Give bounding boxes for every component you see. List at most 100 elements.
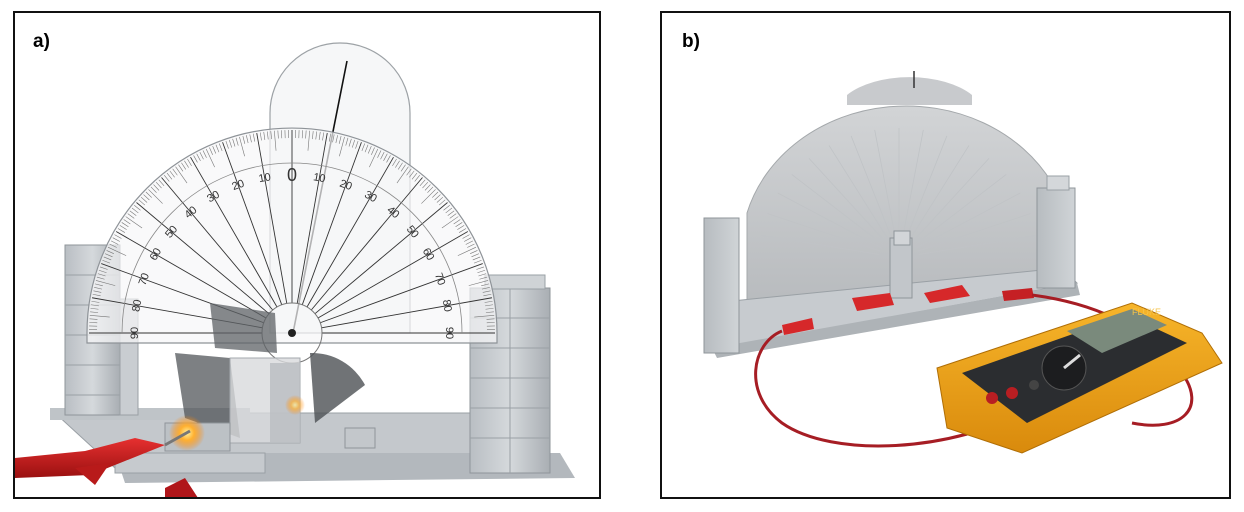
protractor-tick <box>190 156 278 308</box>
disc-radial-line <box>917 213 1031 252</box>
protractor-tick <box>145 191 152 198</box>
protractor-label: 10 <box>258 171 272 185</box>
protractor-tick <box>232 138 236 147</box>
protractor-tick <box>414 175 420 182</box>
disc-radial-line <box>916 192 1021 249</box>
protractor-tick <box>106 250 114 254</box>
protractor-tick <box>259 132 262 141</box>
protractor-tick <box>400 164 406 172</box>
protractor-tick <box>105 253 113 258</box>
protractor-tick <box>447 210 455 216</box>
protractor-tick <box>97 273 106 277</box>
protractor-tick <box>127 213 135 219</box>
protractor-tick <box>424 184 431 191</box>
protractor-tick <box>115 231 267 319</box>
disc-radial-line <box>761 235 880 255</box>
protractor-tick <box>369 148 379 168</box>
protractor-tick <box>457 246 477 256</box>
disc-radial-line <box>874 129 896 239</box>
protractor-tick <box>355 140 359 149</box>
protractor-tick <box>121 222 129 228</box>
protractor-tick <box>193 155 198 163</box>
protractor-tick <box>119 225 127 230</box>
protractor-tick <box>187 158 192 167</box>
protractor-tick <box>166 172 173 180</box>
red-clip-cables <box>15 429 198 497</box>
protractor-tick <box>99 266 108 270</box>
protractor-tick <box>474 315 495 318</box>
protractor-tick <box>481 283 490 287</box>
protractor-tick <box>94 287 103 290</box>
protractor-tick <box>209 147 213 155</box>
protractor-tick <box>98 269 107 274</box>
protractor-tick <box>140 196 148 203</box>
disc-radial-line <box>767 213 881 252</box>
protractor-tick <box>453 219 461 225</box>
protractor-tick <box>406 168 412 176</box>
protractor-tick <box>328 133 332 142</box>
protractor-tick <box>228 139 233 148</box>
disc-radial-line <box>918 235 1037 255</box>
protractor-tick <box>427 186 434 193</box>
protractor-tick <box>338 135 342 144</box>
protractor-label: 20 <box>338 178 354 193</box>
protractor-tick <box>364 144 369 153</box>
protractor-tick <box>380 151 385 160</box>
protractor-label: 70 <box>432 271 447 287</box>
protractor-tick <box>314 202 448 315</box>
protractor-tick <box>169 170 175 178</box>
protractor-tick <box>397 162 403 170</box>
protractor-tick <box>95 280 116 286</box>
protractor-label: 70 <box>137 271 152 287</box>
protractor-tick <box>322 132 325 141</box>
led-reflection <box>285 395 305 415</box>
protractor-tick <box>153 184 160 191</box>
protractor-label: 80 <box>130 299 144 313</box>
protractor-tick <box>307 130 310 151</box>
protractor-tick <box>438 199 446 206</box>
protractor-tick <box>457 225 465 230</box>
multimeter-setup-photo: FLUKE <box>703 71 1223 454</box>
protractor-label: 60 <box>148 246 165 263</box>
protractor-tick <box>317 231 469 319</box>
protractor-tick <box>178 164 184 172</box>
protractor-label: 30 <box>362 189 379 206</box>
protractor-label: 10 <box>312 171 326 185</box>
protractor-tick <box>395 160 400 168</box>
protractor-tick <box>93 290 102 293</box>
protractor-tick <box>486 318 495 320</box>
protractor-tick <box>312 131 314 140</box>
protractor-tick <box>246 135 249 144</box>
disc-radial-line <box>808 158 887 243</box>
protractor-tick <box>89 315 110 318</box>
protractor-tick <box>441 216 459 229</box>
disc-radial-line <box>902 129 924 239</box>
protractor-tick <box>472 256 481 261</box>
protractor-tick <box>218 143 223 152</box>
protractor-tick <box>125 216 143 229</box>
protractor-tick <box>134 205 141 211</box>
protractor-tick <box>484 300 493 303</box>
protractor-tick <box>436 196 444 203</box>
protractor-tick <box>274 130 277 151</box>
protractor-tick <box>485 304 494 307</box>
protractor-tick <box>485 307 494 310</box>
protractor-tick <box>107 246 127 256</box>
protractor-tick <box>117 228 126 233</box>
protractor-tick <box>432 191 439 198</box>
protractor-tick <box>164 175 170 182</box>
protractor-tick <box>470 250 478 254</box>
protractor-tick <box>478 273 487 277</box>
protractor-tick <box>477 269 486 274</box>
disc-radial-line <box>777 192 882 249</box>
protractor-tick <box>136 202 270 315</box>
protractor-tick <box>103 256 112 261</box>
protractor-tick <box>199 151 204 160</box>
protractor-tick <box>148 189 163 204</box>
protractor-tick <box>396 166 409 184</box>
protractor-label: 90 <box>129 327 141 339</box>
protractor-tick <box>90 311 99 313</box>
protractor-tick <box>332 134 335 143</box>
